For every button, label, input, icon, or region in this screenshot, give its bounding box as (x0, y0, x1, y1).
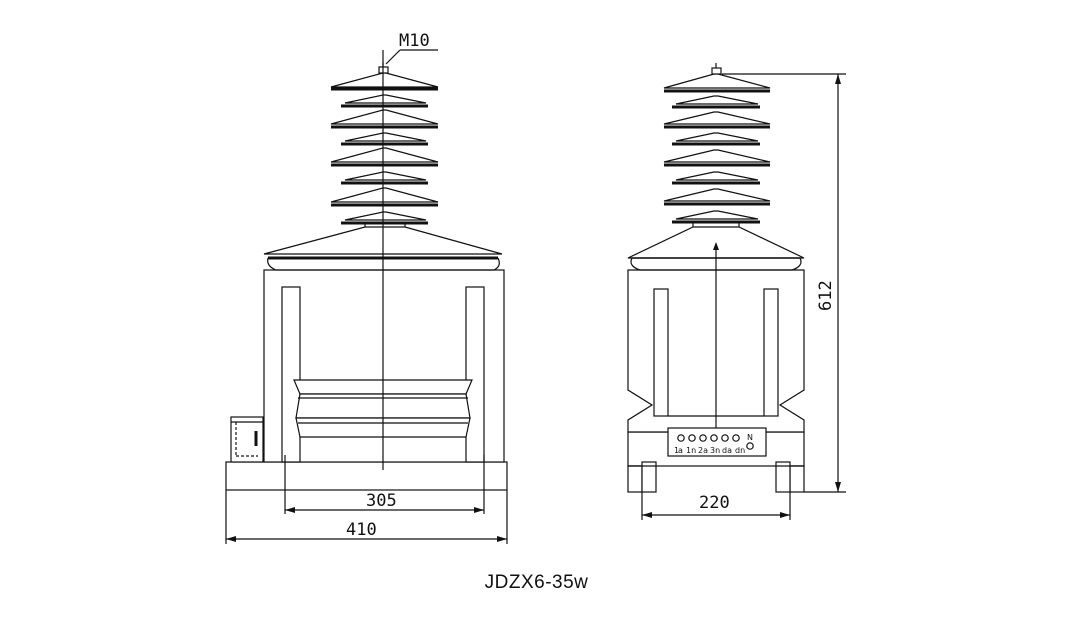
terminal-label-da: da (722, 446, 732, 455)
bolt-size-label: M10 (399, 31, 430, 51)
side-bolt (711, 63, 722, 75)
side-insulator-sheds (663, 73, 771, 227)
terminal-label-n: N (747, 433, 753, 442)
side-terminal-block: 1 a 1n 2a 3n da dn N (667, 427, 767, 457)
front-terminal-box (230, 416, 264, 463)
front-bolt-leader (385, 49, 438, 65)
terminal-screws (677, 434, 754, 450)
side-view: 1 a 1n 2a 3n da dn N (627, 63, 846, 520)
model-caption: JDZX6-35w (484, 572, 589, 593)
terminal-label-3n: 3n (710, 446, 720, 455)
dim-inner-width-label: 305 (366, 491, 397, 511)
terminal-label-2a: 2a (698, 446, 708, 455)
front-insulator-sheds (330, 72, 439, 227)
front-base-plate (225, 461, 508, 491)
terminal-label-dn: dn (735, 446, 745, 455)
side-center-line (713, 242, 719, 428)
dim-base-width-label: 220 (699, 493, 730, 513)
dim-total-height-label: 612 (816, 280, 836, 311)
front-view: M10 305 410 (225, 31, 508, 544)
dim-base-width-line (641, 492, 791, 520)
terminal-label-a: a (678, 446, 683, 455)
terminal-label-1n: 1n (686, 446, 696, 455)
terminal-prefix: 1 (674, 446, 679, 455)
dim-outer-width-label: 410 (346, 520, 377, 540)
dim-outer-width-line (225, 490, 508, 544)
dim-inner-width-line (284, 455, 485, 514)
dim-total-height-line (722, 73, 846, 493)
